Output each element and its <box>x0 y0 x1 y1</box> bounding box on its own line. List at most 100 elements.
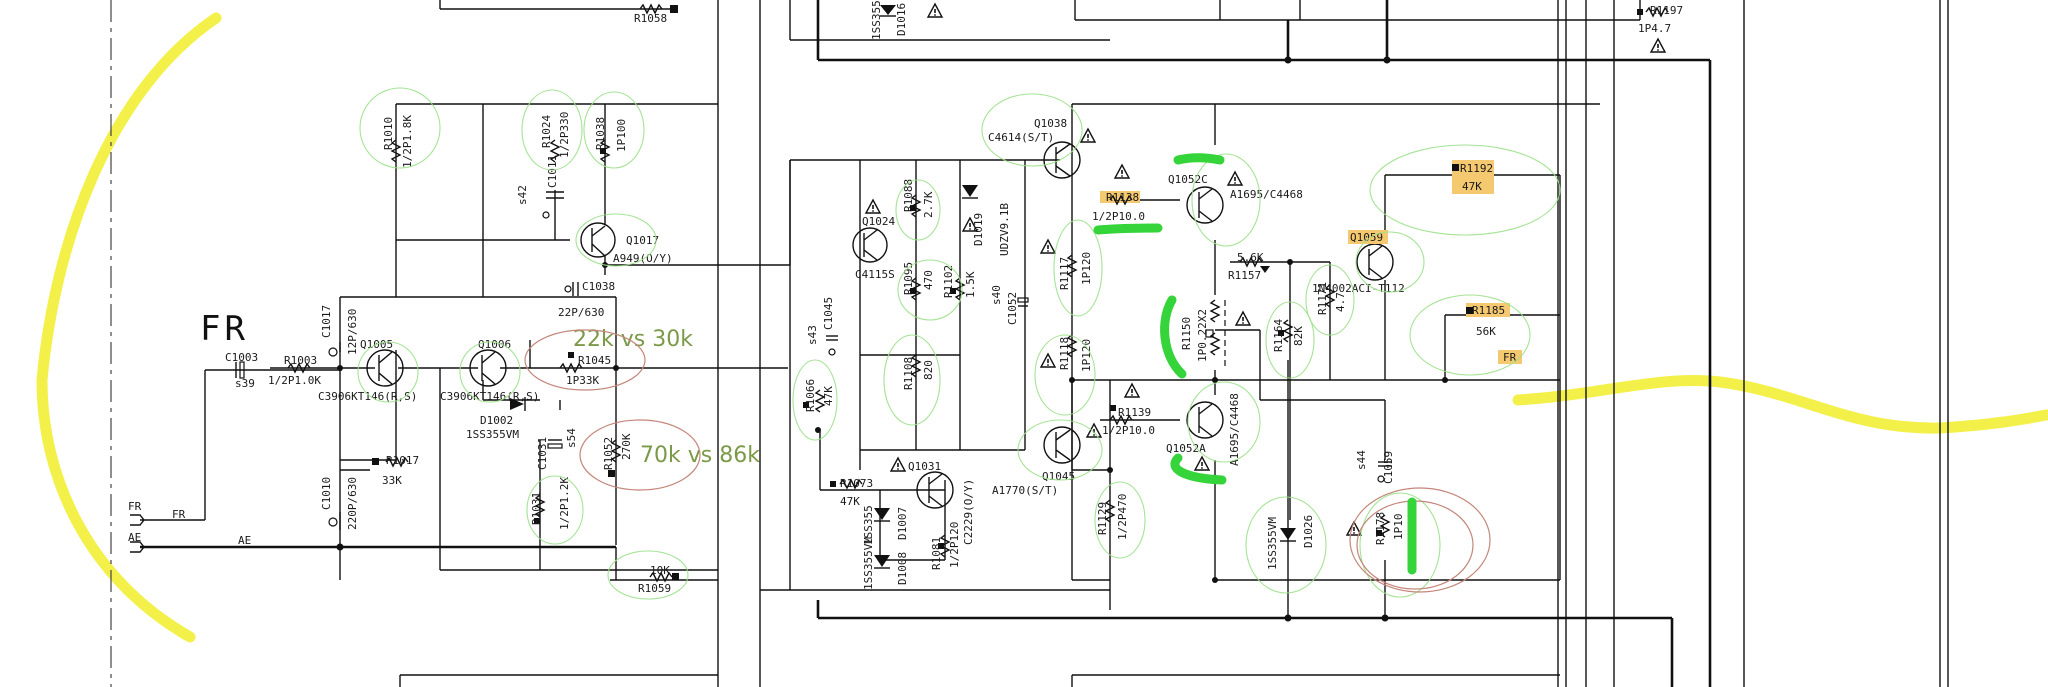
q1031-transistor <box>916 471 954 509</box>
r1003-resistor <box>287 362 311 374</box>
warn-q1038 <box>1080 128 1096 143</box>
r1038-value: 1P100 <box>615 119 628 152</box>
r1129-value: 1/2P470 <box>1116 494 1129 540</box>
r1066-label: R1066 <box>804 379 817 412</box>
annotation-note-22k: 22k vs 30k <box>573 327 693 352</box>
r1095-resistor <box>910 277 922 301</box>
c1010-value: 220P/630 <box>346 477 359 530</box>
r1185-label: R1185 <box>1472 304 1505 317</box>
r1178-label: R1178 <box>1374 512 1387 545</box>
r1038-resistor <box>599 139 611 163</box>
warn-q1031 <box>890 457 906 472</box>
r1088-label: R1088 <box>902 179 915 212</box>
r1157-label: R1157 <box>1228 269 1261 282</box>
warn-q1052c <box>1227 171 1243 186</box>
r1024-label: R1024 <box>540 115 553 148</box>
ae-port <box>130 541 145 553</box>
r1031-resistor <box>534 494 546 524</box>
r1081-label: R1081 <box>930 537 943 570</box>
r1088-resistor <box>910 194 922 218</box>
r1102-resistor <box>950 277 966 301</box>
r1058-label: R1058 <box>634 12 667 25</box>
c1038-label: C1038 <box>582 280 615 293</box>
c1010-label: C1010 <box>320 477 333 510</box>
junction-dots <box>336 56 1448 622</box>
r1178-value: 1P10 <box>1392 514 1405 541</box>
q1006-type: C3906KT146(R,S) <box>440 390 539 403</box>
r1138-value: 1/2P10.0 <box>1092 210 1145 223</box>
r1058-resistor <box>639 3 678 15</box>
q1024-type: C4115S <box>855 268 895 281</box>
s40-label: s40 <box>990 285 1003 305</box>
c1003-capacitor <box>235 361 245 379</box>
s44-label: s44 <box>1355 450 1368 470</box>
r1185-value: 56K <box>1476 325 1496 338</box>
d1007-diode <box>874 508 890 522</box>
q1017-label: Q1017 <box>626 234 659 247</box>
r1139-value: 1/2P10.0 <box>1102 424 1155 437</box>
r1052-value: 270K <box>620 433 633 460</box>
s39-label: s39 <box>235 377 255 390</box>
r1108-label: R1108 <box>902 357 915 390</box>
r1139-label: R1139 <box>1118 406 1151 419</box>
q1052c-type: A1695/C4468 <box>1230 188 1303 201</box>
d1019-label: D1019 <box>972 213 985 246</box>
c1045-label: C1045 <box>822 297 835 330</box>
r1081-value: 1/2P120 <box>948 522 961 568</box>
r1150-label: R1150 <box>1180 317 1193 350</box>
r1192-label: R1192 <box>1460 162 1493 175</box>
green-annotation-circles <box>357 87 1561 600</box>
q1038-transistor <box>1043 141 1081 179</box>
r1108-value: 820 <box>922 360 935 380</box>
r1138-resistor <box>1100 191 1140 206</box>
r1003-value: 1/2P1.0K <box>268 374 321 387</box>
r1129-label: R1129 <box>1096 502 1109 535</box>
r1139-resistor <box>1109 405 1133 426</box>
r1108-resistor <box>910 354 922 378</box>
c1017-value: 12P/630 <box>346 309 359 355</box>
yellow-marker-wave-right <box>1512 375 2048 434</box>
r1073-label: R1073 <box>840 477 873 490</box>
r1031-value: 1/2P1.2K <box>558 477 571 530</box>
q1052a-type: A1695/C4468 <box>1228 393 1241 466</box>
d1016-label: D1016 <box>895 3 908 36</box>
r1045-label: R1045 <box>578 354 611 367</box>
r1118-label: R1118 <box>1058 337 1071 370</box>
q1038-label: Q1038 <box>1034 117 1067 130</box>
q1059-type: 1N4002ACI-T112 <box>1312 282 1405 295</box>
warn-q1052a <box>1194 456 1210 471</box>
r1010-resistor <box>390 139 402 163</box>
d1016-type: 1SS355 <box>870 0 883 40</box>
r1059-value: 10K <box>650 564 670 577</box>
c1052-capacitor <box>1017 297 1029 307</box>
c1045-capacitor <box>826 335 838 356</box>
r1066-resistor <box>803 389 826 413</box>
warn-d1016 <box>927 3 943 18</box>
q1052a-transistor <box>1186 401 1224 439</box>
d1026-label: D1026 <box>1302 515 1315 548</box>
r1017-label: R1017 <box>386 454 419 467</box>
q1006-transistor <box>469 349 507 387</box>
d1019-diode <box>962 185 978 199</box>
r1045-resistor <box>559 352 583 374</box>
c1017-label: C1017 <box>320 305 333 338</box>
d1026-diode <box>1280 528 1296 542</box>
q1031-label: Q1031 <box>908 460 941 473</box>
r1045-value: 1P33K <box>566 374 599 387</box>
q1024-label: Q1024 <box>862 215 895 228</box>
r1059-label: R1059 <box>638 582 671 595</box>
r1164-resistor <box>1278 319 1294 343</box>
c1017-capacitor <box>328 342 341 357</box>
d1016-diode <box>880 5 896 17</box>
q1024-transistor <box>852 227 888 263</box>
warn-r1138 <box>1114 164 1130 179</box>
ae-port-label: AE <box>128 531 141 544</box>
warn-r1150 <box>1235 311 1251 326</box>
c1038-value: 22P/630 <box>558 306 604 319</box>
r1102-label: R1102 <box>942 265 955 298</box>
d1002-type: 1SS355VM <box>466 428 519 441</box>
q1052c-label: Q1052C <box>1168 173 1208 186</box>
r1157-value: 5.6K <box>1237 251 1264 264</box>
c1059-label: C1059 <box>1382 451 1395 484</box>
